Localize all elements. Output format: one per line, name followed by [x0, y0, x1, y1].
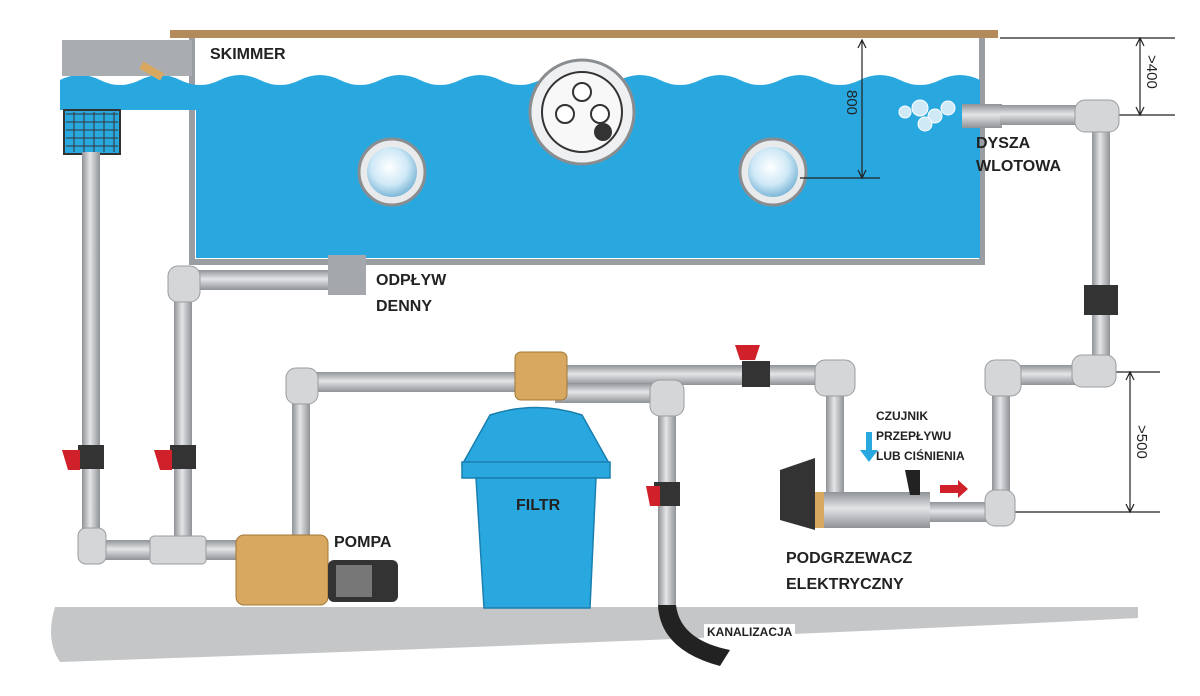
- nozzle-label-1: DYSZA: [976, 135, 1031, 152]
- nozzle-depth-dimension: >400: [1143, 55, 1160, 89]
- valve-left: [62, 445, 104, 470]
- skimmer-label: SKIMMER: [210, 46, 286, 63]
- heater: [780, 458, 968, 530]
- nozzle-spray: [898, 99, 956, 132]
- valve-waste: [646, 482, 680, 506]
- dimension-lines: [800, 36, 1175, 514]
- skimmer-box: [62, 40, 192, 76]
- heater-label-2: ELEKTRYCZNY: [786, 576, 904, 593]
- water-depth-dimension: 800: [843, 90, 860, 116]
- pool-shell: [189, 38, 985, 265]
- ground: [51, 607, 1138, 662]
- filter: [460, 351, 612, 609]
- sewer-label: KANALIZACJA: [704, 624, 796, 640]
- multiport-valve: [514, 351, 568, 401]
- sensor-label-2: PRZEPŁYWU: [876, 429, 952, 443]
- drain-label-1: ODPŁYW: [376, 272, 447, 289]
- pool-deck: [170, 30, 998, 38]
- bottom-drain: [328, 255, 366, 295]
- sensor-label-1: CZUJNIK: [876, 409, 929, 423]
- valves: [62, 345, 770, 506]
- valve-drain: [154, 445, 196, 470]
- inlet-nozzle: [962, 104, 1002, 128]
- flow-arrow: [940, 480, 968, 498]
- skimmer-basket: [63, 109, 121, 155]
- heater-label-1: PODGRZEWACZ: [786, 550, 913, 567]
- pump: [235, 534, 398, 606]
- sewer-drain: [658, 605, 730, 666]
- sensor-label-3: LUB CIŚNIENIA: [876, 449, 965, 463]
- sensor-arrow: [860, 432, 878, 462]
- pool-water: [60, 75, 980, 258]
- pump-label: POMPA: [334, 534, 392, 551]
- drain-label-2: DENNY: [376, 298, 433, 315]
- valve-return: [735, 345, 770, 387]
- filter-label: FILTR: [516, 497, 561, 514]
- nozzle-label-2: WLOTOWA: [976, 158, 1062, 175]
- heater-height-dimension: >500: [1133, 425, 1150, 459]
